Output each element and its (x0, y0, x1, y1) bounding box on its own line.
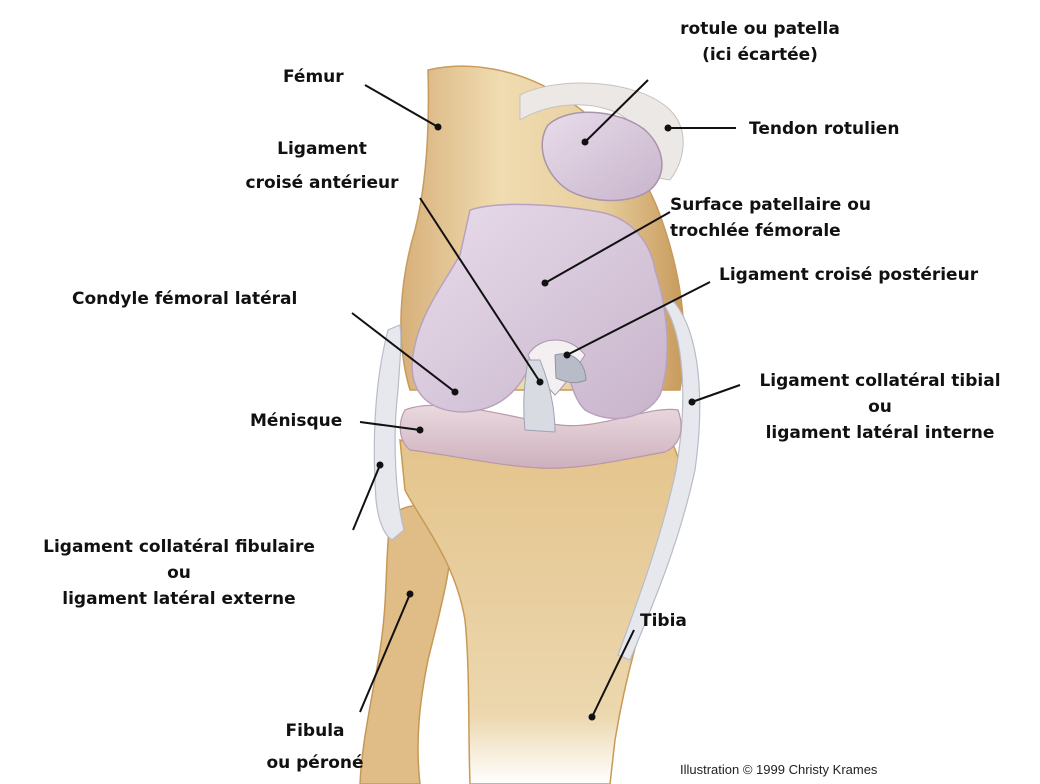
label-acl-line1: Ligament (212, 136, 432, 162)
dot-condyle (452, 389, 459, 396)
label-lcl: Ligament collatéral fibulaire ou ligamen… (4, 534, 354, 612)
label-fibula-line2: ou péroné (240, 750, 390, 776)
label-meniscus: Ménisque (250, 408, 342, 434)
label-lcl-line1: Ligament collatéral fibulaire (4, 534, 354, 560)
dot-patella (582, 139, 589, 146)
dot-meniscus (417, 427, 424, 434)
label-tibia: Tibia (640, 608, 687, 634)
label-trochlea: Surface patellaire ou trochlée fémorale (670, 192, 871, 244)
label-mcl-line3: ligament latéral interne (730, 420, 1030, 446)
dot-lcl (377, 462, 384, 469)
dot-fibula (407, 591, 414, 598)
dot-pcl (564, 352, 571, 359)
dot-tibia (589, 714, 596, 721)
dot-tendon (665, 125, 672, 132)
label-fibula: Fibula ou péroné (240, 718, 390, 776)
label-lcl-line3: ligament latéral externe (4, 586, 354, 612)
leader-femur (365, 85, 438, 127)
dot-femur (435, 124, 442, 131)
label-acl-line2: croisé antérieur (212, 170, 432, 196)
dot-mcl (689, 399, 696, 406)
label-mcl-line1: Ligament collatéral tibial (730, 368, 1030, 394)
label-trochlea-line2: trochlée fémorale (670, 218, 871, 244)
label-mcl: Ligament collatéral tibial ou ligament l… (730, 368, 1030, 446)
dot-acl (537, 379, 544, 386)
label-femur: Fémur (283, 64, 344, 90)
illustration-credit: Illustration © 1999 Christy Krames (680, 762, 877, 777)
label-pcl: Ligament croisé postérieur (719, 262, 978, 288)
label-condyle: Condyle fémoral latéral (72, 286, 297, 312)
label-patella-line2: (ici écartée) (640, 42, 880, 68)
label-fibula-line1: Fibula (240, 718, 390, 744)
label-patella: rotule ou patella (ici écartée) (640, 16, 880, 68)
fibular-collateral-ligament (374, 325, 404, 540)
label-trochlea-line1: Surface patellaire ou (670, 192, 871, 218)
dot-trochlea (542, 280, 549, 287)
label-acl: Ligament croisé antérieur (212, 136, 432, 196)
label-tendon: Tendon rotulien (749, 116, 899, 142)
label-patella-line1: rotule ou patella (640, 16, 880, 42)
label-mcl-line2: ou (730, 394, 1030, 420)
label-lcl-line2: ou (4, 560, 354, 586)
